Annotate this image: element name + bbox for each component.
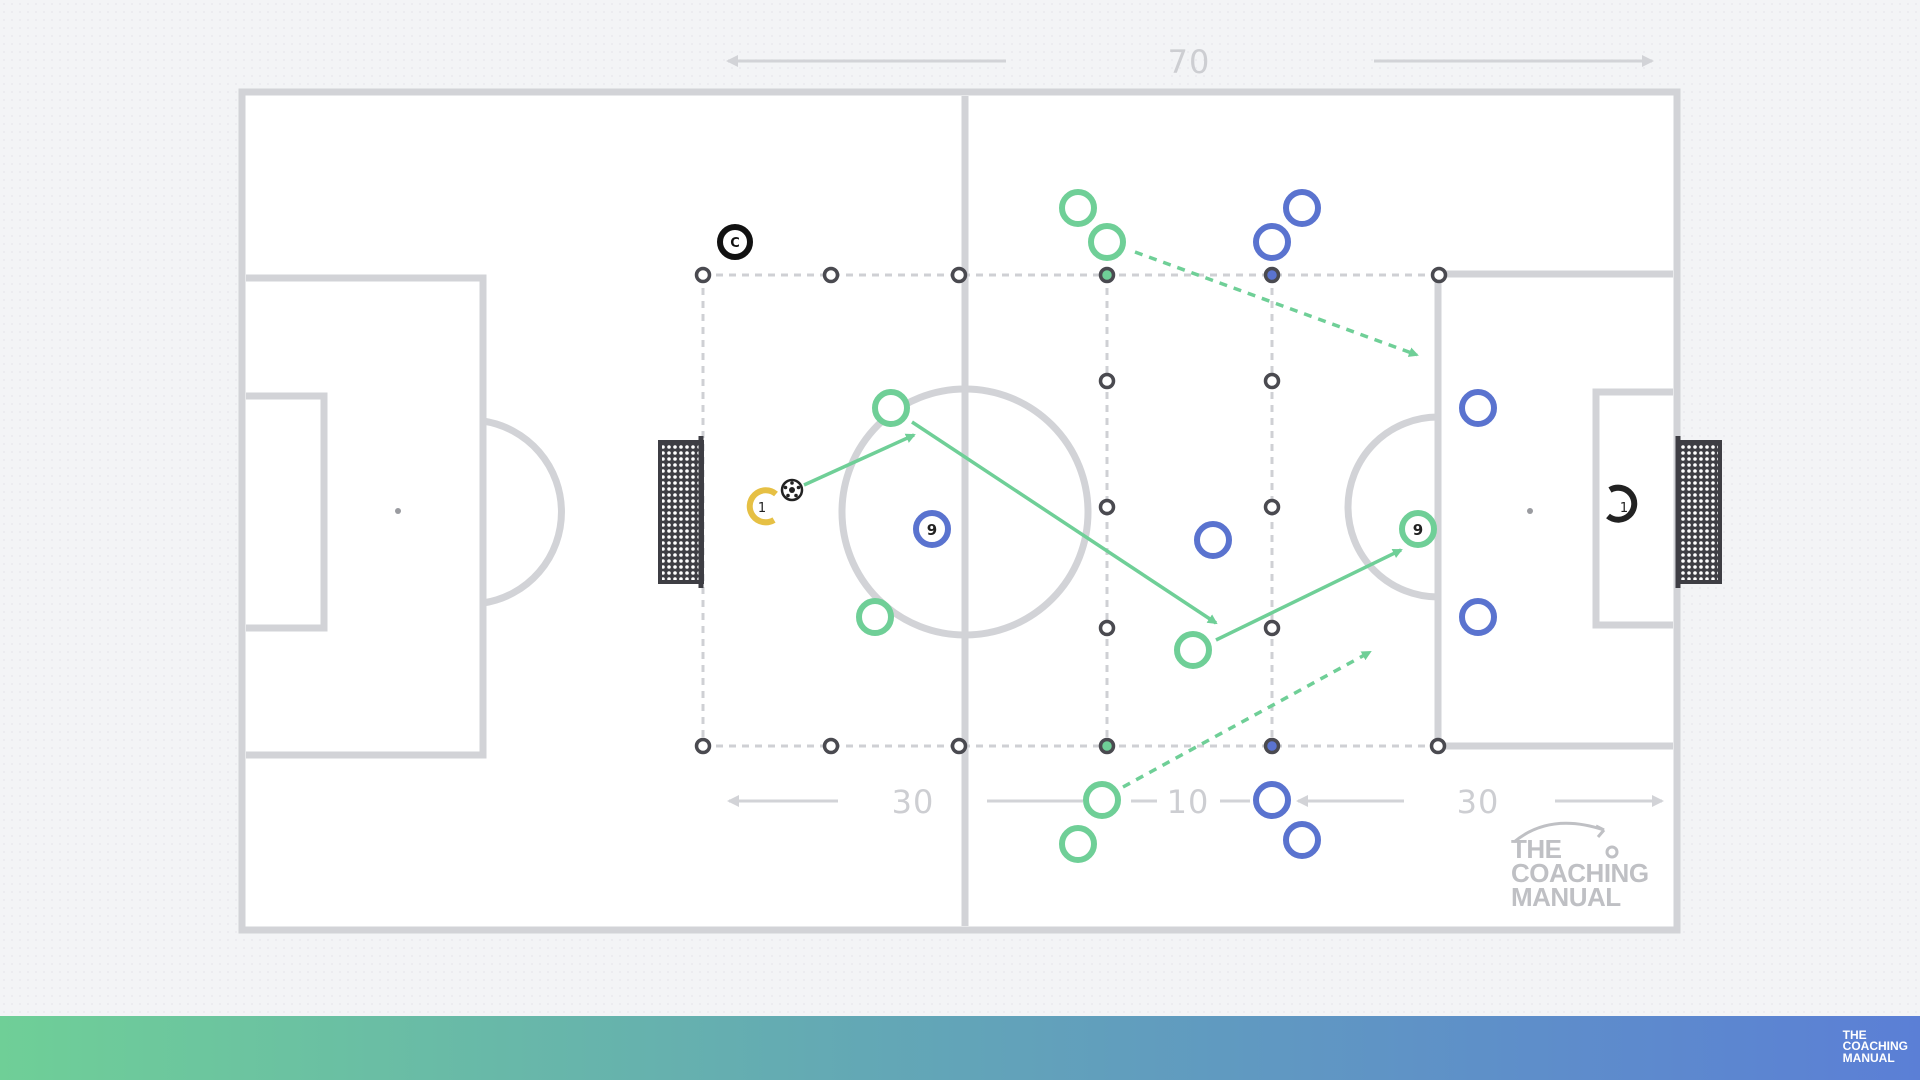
blue-player bbox=[1459, 389, 1497, 427]
cone-icon bbox=[1263, 372, 1281, 390]
right-penalty-spot bbox=[1527, 508, 1533, 514]
cone-icon bbox=[1429, 737, 1447, 755]
blue-player bbox=[1283, 189, 1321, 227]
run-arrows bbox=[1122, 250, 1419, 789]
logo-line-1: THE bbox=[1511, 834, 1562, 864]
cone-icon bbox=[822, 737, 840, 755]
goal-net-icon bbox=[658, 436, 704, 588]
ball-icon bbox=[780, 478, 804, 502]
svg-text:9: 9 bbox=[927, 521, 937, 539]
green-team bbox=[856, 189, 1212, 863]
coach-icon: C bbox=[717, 224, 753, 260]
goal-net-icon bbox=[1675, 436, 1722, 588]
green-player bbox=[1174, 631, 1212, 669]
blue-player bbox=[1283, 821, 1321, 859]
dimension-middle-section: 10 bbox=[1166, 783, 1210, 821]
cone-icon bbox=[1098, 737, 1116, 755]
green-player bbox=[856, 598, 894, 636]
cone-icon bbox=[1263, 266, 1281, 284]
cone-icon bbox=[1263, 619, 1281, 637]
blue-player bbox=[1253, 223, 1291, 261]
cone-icon bbox=[1098, 498, 1116, 516]
footer-gradient-bar: THE COACHING MANUAL bbox=[0, 1016, 1920, 1080]
left-penalty-spot bbox=[395, 508, 401, 514]
cone-icon bbox=[1263, 737, 1281, 755]
green-player bbox=[1059, 189, 1097, 227]
cone-icon bbox=[950, 737, 968, 755]
cone-set bbox=[694, 266, 1448, 755]
pitch-diagram: 9 9 1 1 C bbox=[238, 55, 1722, 934]
dimension-total-length: 70 bbox=[1167, 43, 1211, 81]
cone-icon bbox=[1098, 372, 1116, 390]
footer-logo-line-3: MANUAL bbox=[1842, 1050, 1895, 1065]
left-six-yard-box bbox=[246, 392, 328, 632]
svg-text:C: C bbox=[730, 236, 740, 251]
left-penalty-box bbox=[246, 274, 487, 759]
green-player bbox=[1083, 781, 1121, 819]
blue-nine-player: 9 bbox=[913, 510, 951, 548]
footer-logo-line-2: COACHING bbox=[1842, 1039, 1908, 1054]
cone-icon bbox=[1430, 266, 1448, 284]
svg-text:1: 1 bbox=[758, 501, 766, 516]
pass-arrow bbox=[911, 420, 1218, 625]
svg-text:9: 9 bbox=[1413, 521, 1423, 539]
run-arrow bbox=[1122, 650, 1372, 789]
dimension-left-section: 30 bbox=[891, 783, 935, 821]
goalkeeper-right: 1 bbox=[1606, 484, 1638, 523]
centre-circle bbox=[838, 385, 1092, 639]
footer-logo: THE COACHING MANUAL bbox=[1842, 1028, 1908, 1065]
blue-player bbox=[1459, 598, 1497, 636]
svg-text:1: 1 bbox=[1620, 501, 1628, 516]
right-penalty-box bbox=[1434, 270, 1673, 750]
cone-icon bbox=[1263, 498, 1281, 516]
blue-player bbox=[1194, 521, 1232, 559]
green-player bbox=[1088, 223, 1126, 261]
logo-line-3: MANUAL bbox=[1511, 881, 1621, 912]
logo-icon bbox=[1513, 821, 1619, 859]
logo-line-2: COACHING bbox=[1511, 857, 1649, 888]
cone-icon bbox=[822, 266, 840, 284]
pass-arrow bbox=[1215, 548, 1403, 642]
green-player bbox=[872, 389, 910, 427]
cone-icon bbox=[1098, 266, 1116, 284]
right-penalty-arc bbox=[1344, 413, 1439, 601]
pass-arrow bbox=[803, 433, 916, 487]
run-arrow bbox=[1134, 250, 1419, 357]
right-six-yard-box bbox=[1592, 388, 1673, 629]
green-player bbox=[1059, 825, 1097, 863]
footer-logo-line-1: THE bbox=[1842, 1028, 1867, 1042]
green-nine-player: 9 bbox=[1399, 510, 1437, 548]
cone-icon bbox=[694, 266, 712, 284]
cone-icon bbox=[1098, 619, 1116, 637]
dimension-right-section: 30 bbox=[1456, 783, 1500, 821]
goalkeeper-left: 1 bbox=[746, 487, 778, 526]
left-penalty-arc bbox=[482, 417, 565, 607]
blue-player bbox=[1253, 781, 1291, 819]
coaching-manual-logo: THE COACHING MANUAL bbox=[1511, 834, 1649, 912]
blue-team bbox=[1194, 189, 1497, 859]
cone-icon bbox=[694, 737, 712, 755]
cone-icon bbox=[950, 266, 968, 284]
pass-arrows bbox=[803, 420, 1403, 642]
